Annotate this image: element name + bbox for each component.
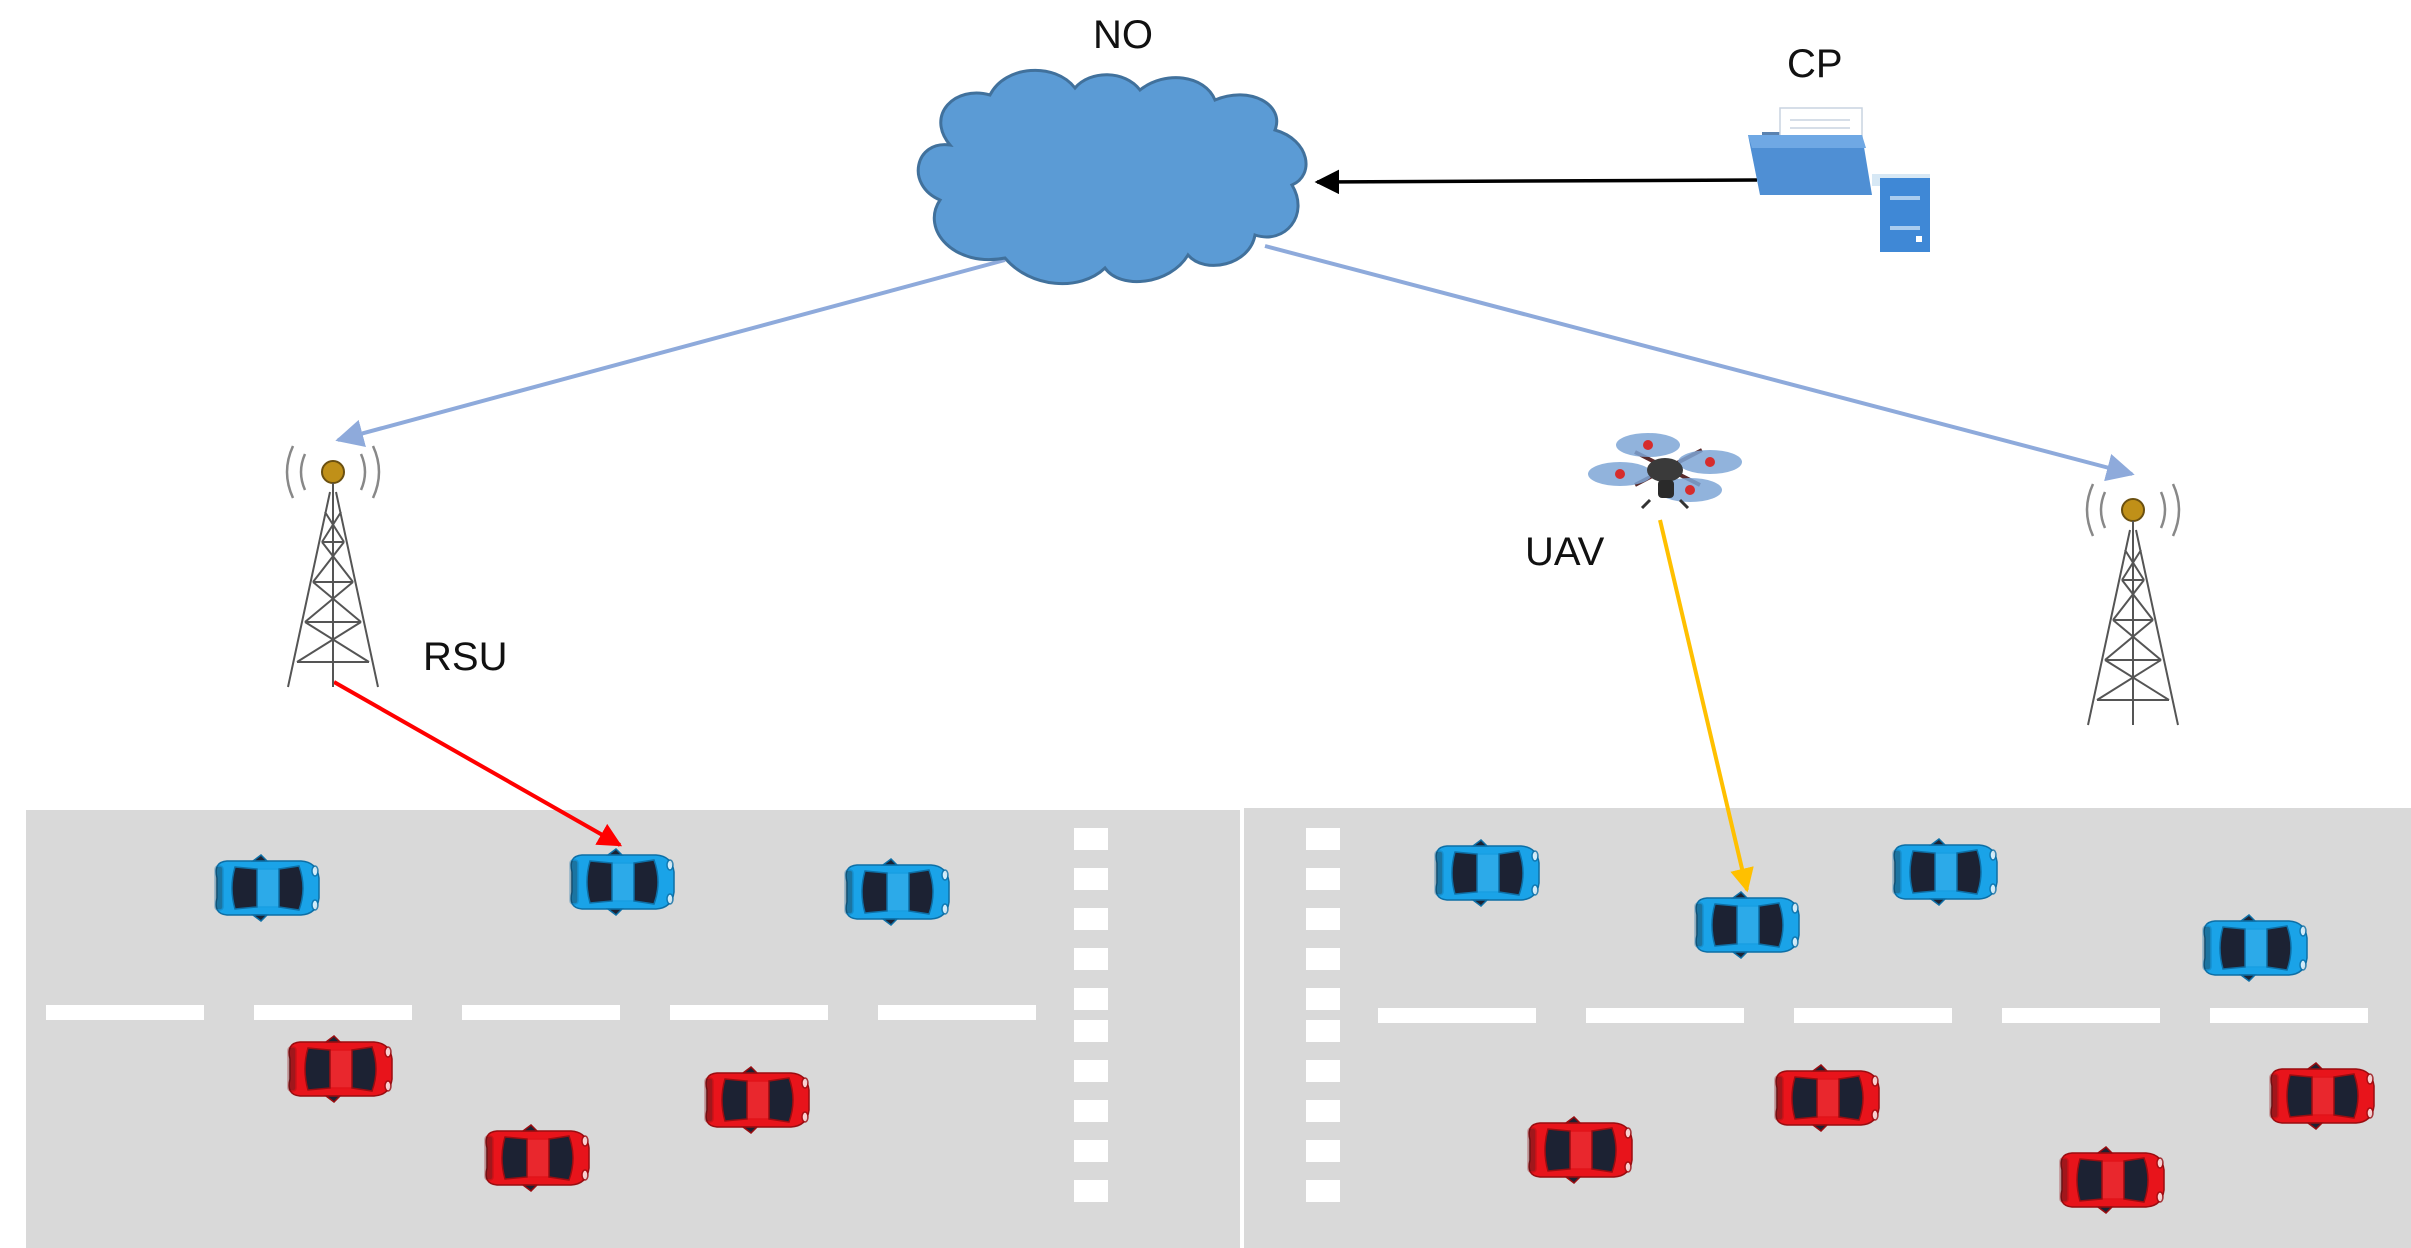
blue-car-icon (1694, 891, 1800, 959)
red-car-icon (2059, 1146, 2165, 1214)
radio-tower-icon (285, 444, 381, 689)
crosswalk-left (1074, 828, 1108, 1202)
cp-to-no-link (1314, 169, 1758, 195)
rsu-label: RSU (423, 635, 508, 679)
red-car-icon (1774, 1064, 1880, 1132)
folder-icon (1748, 107, 1872, 195)
backhaul-link-right (1264, 244, 2135, 482)
cloud-icon (916, 68, 1308, 286)
uav-to-vehicle-link (1658, 519, 1754, 893)
uav-label: UAV (1525, 530, 1605, 574)
blue-car-icon (569, 848, 675, 916)
rsu-to-vehicle-link (333, 680, 623, 847)
lane-divider-right (1378, 1008, 2368, 1023)
blue-car-icon (214, 854, 320, 922)
cp-label: CP (1787, 42, 1843, 86)
blue-car-icon (1892, 838, 1998, 906)
blue-car-icon (1434, 839, 1540, 907)
red-car-icon (1527, 1116, 1633, 1184)
drone-icon (1588, 433, 1742, 510)
backhaul-link-left (335, 258, 1006, 447)
crosswalk-right (1306, 828, 1340, 1202)
red-car-icon (484, 1124, 590, 1192)
lane-divider-left (46, 1005, 1036, 1020)
red-car-icon (287, 1035, 393, 1103)
road-right (1244, 808, 2411, 1248)
red-car-icon (704, 1066, 810, 1134)
blue-car-icon (844, 858, 950, 926)
radio-tower-icon (2085, 482, 2181, 727)
server-icon (1872, 174, 1930, 252)
no-label: NO (1093, 13, 1153, 57)
blue-car-icon (2202, 914, 2308, 982)
red-car-icon (2269, 1062, 2375, 1130)
